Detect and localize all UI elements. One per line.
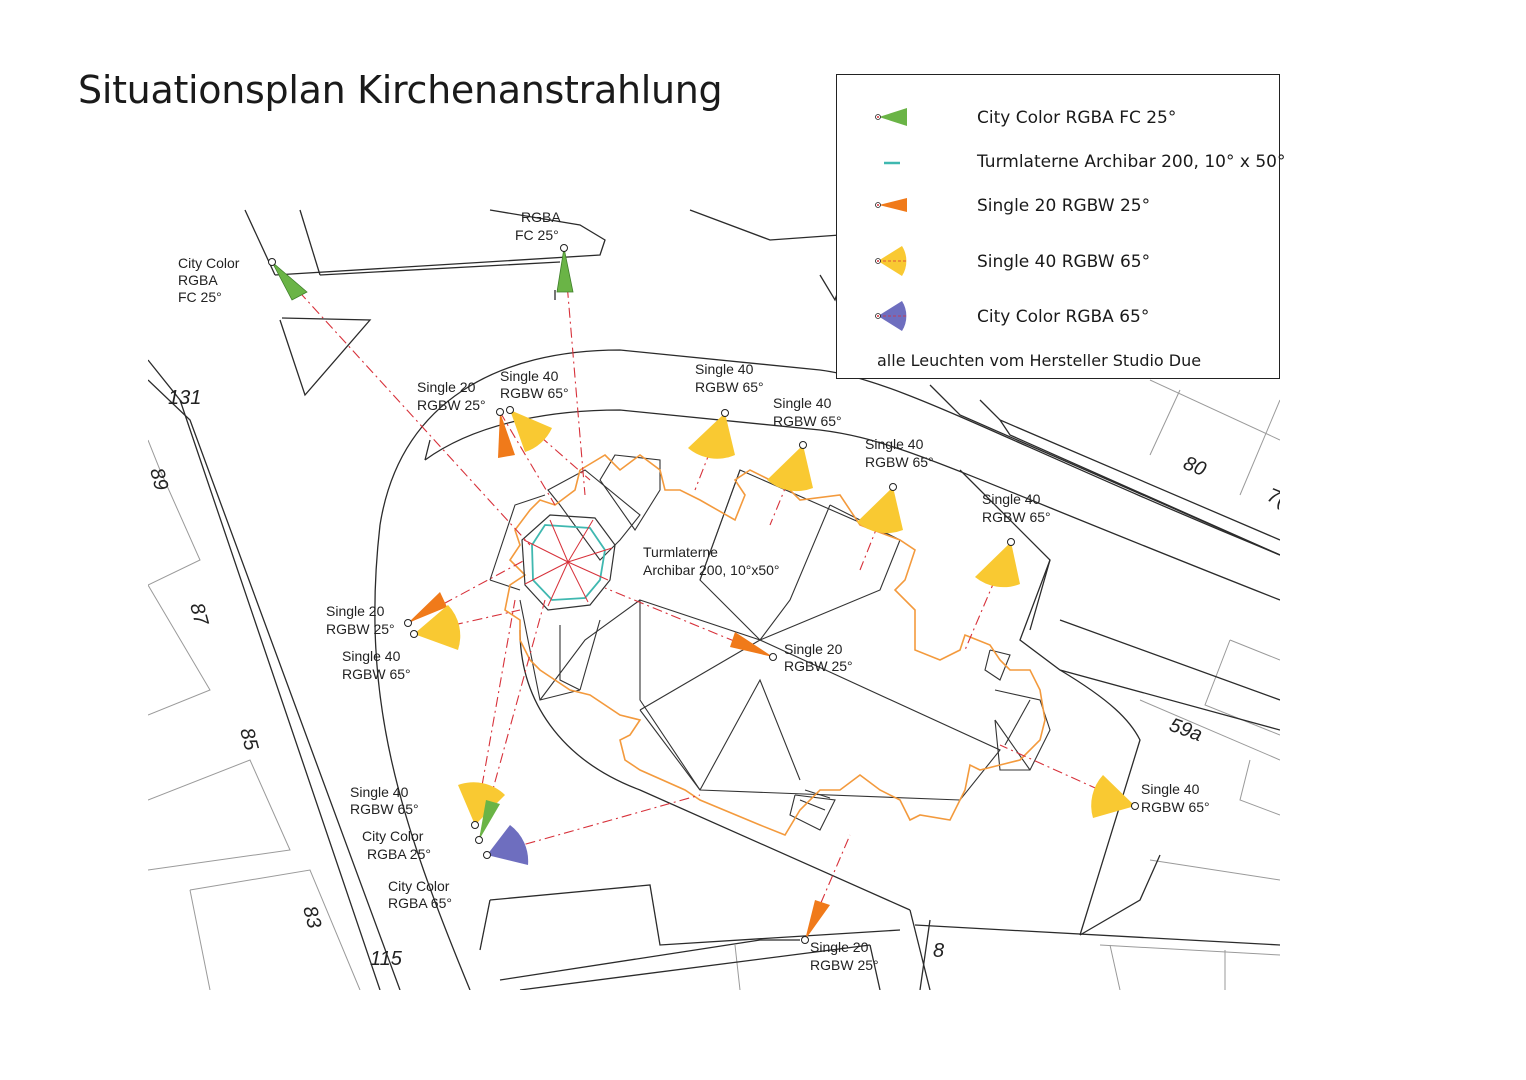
label-single20-left: Single 20 RGBW 25° (326, 603, 395, 637)
label-rgba-top: RGBA FC 25° (515, 209, 564, 243)
legend-note: alle Leuchten vom Hersteller Studio Due (877, 351, 1202, 370)
label-single40-top3: Single 40 RGBW 65° (773, 395, 842, 429)
legend-box: City Color RGBA FC 25° Turmlaterne Archi… (836, 74, 1286, 379)
yellow-wide-beam-icon (767, 445, 813, 492)
label-single20-bottom: Single 20 RGBW 25° (810, 939, 879, 973)
legend-item-turmlaterne: Turmlaterne Archibar 200, 10° x 50° (837, 146, 1286, 176)
green-narrow-beam-icon (479, 800, 500, 840)
green-narrow-beam-icon (556, 247, 574, 293)
green-narrow-beam-icon (875, 108, 907, 126)
orange-narrow-beam-icon (805, 900, 830, 940)
label-single20-mid: Single 20 RGBW 25° (784, 641, 853, 674)
plot-number-131: 131 (168, 387, 201, 409)
plot-number-83: 83 (298, 904, 325, 931)
yellow-wide-beam-icon (1091, 775, 1135, 818)
page-title: Situationsplan Kirchenanstrahlung (78, 68, 723, 112)
plot-number-115: 115 (370, 948, 403, 970)
yellow-wide-beam-icon (688, 413, 735, 459)
legend-item-single20: Single 20 RGBW 25° (837, 190, 1279, 220)
label-single40-left: Single 40 RGBW 65° (342, 648, 411, 682)
label-single40-top1: Single 40 RGBW 65° (500, 368, 569, 401)
yellow-wide-beam-icon (975, 542, 1020, 588)
label-single40-top2: Single 40 RGBW 65° (695, 361, 764, 395)
plot-number-7x: 7( (1264, 484, 1291, 512)
legend-item-citycolor-fc25: City Color RGBA FC 25° (837, 102, 1279, 132)
fixtures (268, 244, 1139, 944)
orange-narrow-beam-icon (730, 632, 773, 657)
teal-line-icon (884, 161, 900, 165)
legend-item-single40: Single 40 RGBW 65° (837, 246, 1279, 276)
yellow-wide-beam-icon (458, 782, 505, 825)
green-narrow-beam-icon (271, 261, 308, 301)
plot-number-87: 87 (185, 601, 212, 629)
orange-narrow-beam-icon (408, 592, 447, 623)
plot-number-80: 80 (1180, 452, 1209, 481)
base-map: 131 80 7( 89 87 85 83 115 59a 8 City Col… (148, 209, 1291, 990)
plot-number-59a: 59a (1166, 714, 1205, 746)
legend-item-citycolor65: City Color RGBA 65° (837, 301, 1279, 331)
tower-lantern (521, 514, 616, 611)
plot-number-8: 8 (933, 940, 944, 962)
label-single40-top4: Single 40 RGBW 65° (865, 436, 934, 470)
label-citycolor-tl: City Color RGBA FC 25° (178, 255, 243, 305)
label-single40-far-right: Single 40 RGBW 65° (1141, 781, 1210, 815)
blue-wide-beam-icon (875, 301, 907, 331)
yellow-wide-beam-icon (857, 487, 903, 534)
label-single40-bottomleft: Single 40 RGBW 65° (350, 784, 419, 817)
label-single40-right: Single 40 RGBW 65° (982, 491, 1051, 525)
label-single20-top: Single 20 RGBW 25° (417, 379, 486, 413)
yellow-wide-beam-icon (875, 246, 907, 276)
orange-narrow-beam-icon (875, 198, 907, 212)
yellow-wide-beam-icon (414, 605, 461, 650)
label-citycolor-bottomleft: City Color RGBA 25° (362, 828, 431, 862)
plot-number-85: 85 (235, 726, 262, 754)
label-citycolor65-bottomleft: City Color RGBA 65° (388, 878, 453, 911)
label-turmlaterne: Turmlaterne Archibar 200, 10°x50° (643, 544, 780, 578)
yellow-wide-beam-icon (510, 410, 552, 452)
blue-wide-beam-icon (487, 825, 529, 865)
orange-narrow-beam-icon (498, 412, 515, 458)
